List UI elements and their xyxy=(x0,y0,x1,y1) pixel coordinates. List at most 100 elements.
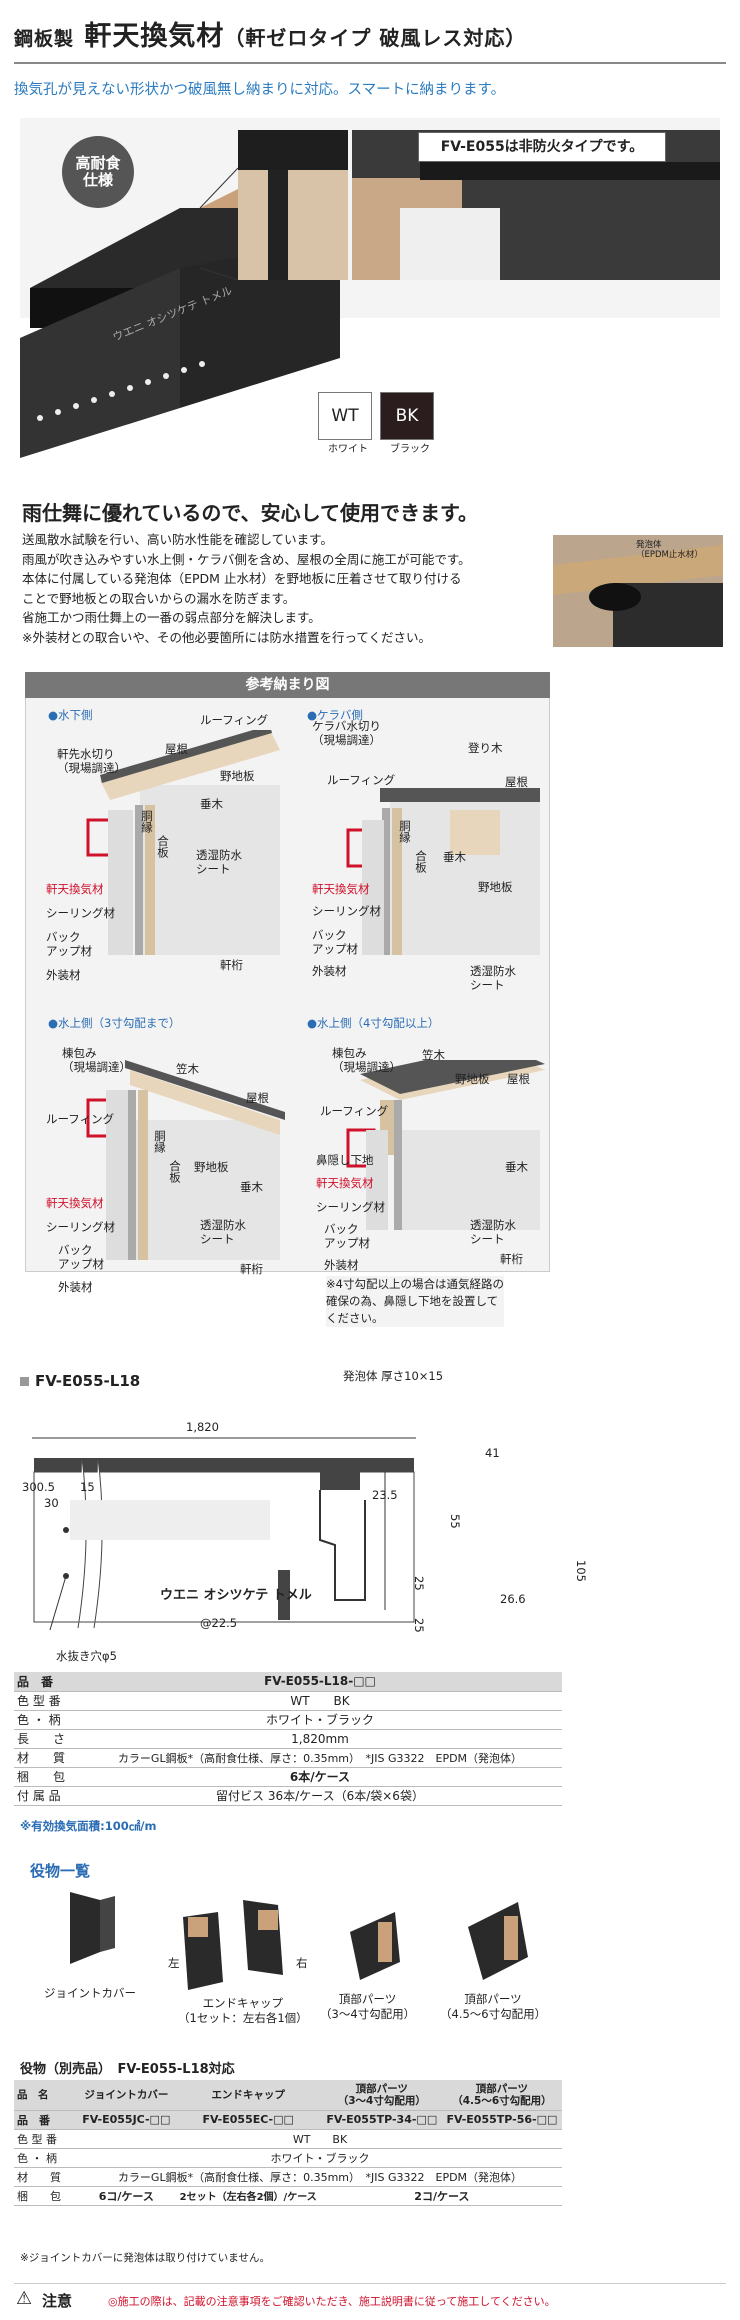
d2-label: ルーフィング xyxy=(327,773,396,787)
diagram-eaves xyxy=(86,730,280,955)
feature-line: 本体に付属している発泡体（EPDM 止水材）を野地板に圧着させて取り付ける xyxy=(22,571,462,586)
spec-value: WT BK xyxy=(78,1691,562,1711)
d4-label: 笠木 xyxy=(422,1048,445,1062)
dimension-drawing xyxy=(32,1437,416,1631)
part-label-line: 頂部パーツ xyxy=(338,1992,397,2006)
spec-row: 付 属 品留付ビス 36本/ケース（6本/袋×6袋） xyxy=(14,1786,562,1806)
top-part-34-image xyxy=(350,1912,400,1980)
spec-key: 付 属 品 xyxy=(14,1786,78,1806)
d2-label: （現場調達） xyxy=(312,733,381,747)
d3-label: アップ材 xyxy=(58,1257,104,1271)
swatch-bk: BK ブラック xyxy=(380,392,440,455)
d2-label: 透湿防水 xyxy=(470,964,516,978)
d2-label: 合板 xyxy=(414,850,428,873)
d4-label: 軒桁 xyxy=(500,1252,523,1266)
dim: 15 xyxy=(80,1480,95,1494)
d2-label-vent: 軒天換気材 xyxy=(312,882,370,896)
spec-value: ホワイト・ブラック xyxy=(78,1710,562,1730)
d4-label: ルーフィング xyxy=(320,1104,389,1118)
spec-value: 1,820mm xyxy=(78,1729,562,1749)
diagram-ridge-4 xyxy=(346,1060,545,1230)
acc-head: 品 名 xyxy=(14,2080,78,2111)
drawing-print: ウエニ オシツケテ トメル xyxy=(160,1588,312,1603)
dim-foam: 発泡体 厚さ10×15 xyxy=(343,1369,444,1383)
d1-label: （現場調達） xyxy=(57,761,126,775)
drawing-model-label: FV-E055-L18 xyxy=(35,1372,141,1390)
feature-text: 送風散水試験を行い、高い防水性能を確認しています。 雨風が吹き込みやすい水上側・… xyxy=(22,530,542,647)
dim: 26.6 xyxy=(500,1592,526,1606)
feature-heading: 雨仕舞に優れているので、安心して使用できます。 xyxy=(22,501,478,525)
dim: 300.5 xyxy=(22,1480,55,1494)
d4-label: 透湿防水 xyxy=(470,1218,516,1232)
page-title: 鋼板製 軒天換気材（軒ゼロタイプ 破風レス対応） xyxy=(14,21,527,52)
dim-pitch: @22.5 xyxy=(200,1616,238,1630)
d3-label: バック xyxy=(58,1243,93,1257)
d4-label: シーリング材 xyxy=(316,1200,385,1214)
d3-label: （現場調達） xyxy=(62,1060,131,1074)
parts-title: 役物一覧 xyxy=(30,1862,91,1880)
d1-label: 合板 xyxy=(156,835,170,858)
accessory-head-row: 品 名 ジョイントカバー エンドキャップ 頂部パーツ （3～4寸勾配用） 頂部パ… xyxy=(14,2080,562,2111)
acc-head: ジョイントカバー xyxy=(78,2080,175,2111)
fireproof-note: FV-E055は非防火タイプです。 xyxy=(418,132,666,162)
d2-label: アップ材 xyxy=(312,942,358,956)
acc-value: カラーGL鋼板*（高耐食仕様、厚さ：0.35mm） *JIS G3322 EPD… xyxy=(78,2167,562,2187)
acc-pack: 6コ/ケース xyxy=(78,2186,175,2206)
d4-label: 外装材 xyxy=(324,1258,359,1272)
spec-key: 梱 包 xyxy=(14,1767,78,1787)
square-icon xyxy=(20,1377,29,1386)
spec-key: 色 ・ 柄 xyxy=(14,1710,78,1730)
spec-key: 長 さ xyxy=(14,1729,78,1749)
d3-label: シーリング材 xyxy=(46,1220,115,1234)
part-label-top56: 頂部パーツ（4.5～6寸勾配用） xyxy=(440,1992,546,2022)
d4-label: 鼻隠し下地 xyxy=(316,1153,374,1167)
drawing-model: FV-E055-L18 xyxy=(20,1372,140,1390)
acc-key: 色 ・ 柄 xyxy=(14,2148,78,2168)
accessory-pack-row: 梱 包 6コ/ケース 2セット（左右各2個）/ケース 2コ/ケース xyxy=(14,2186,562,2206)
acc-code: 品 番 xyxy=(14,2110,78,2130)
high-corrosion-badge: 高耐食仕様 xyxy=(62,136,134,208)
d1-label: シーリング材 xyxy=(46,906,115,920)
title-rule xyxy=(14,62,726,64)
foam-label-2: （EPDM止水材） xyxy=(636,550,703,560)
parts-left: 左 xyxy=(168,1956,180,1970)
d4-label: アップ材 xyxy=(324,1236,370,1250)
d4-label: 棟包み xyxy=(332,1046,367,1060)
feature-line: ※外装材との取合いや、その他必要箇所には防水措置を行ってください。 xyxy=(22,629,431,645)
foam-photo-label: 発泡体 （EPDM止水材） xyxy=(636,540,703,560)
d2-label: シート xyxy=(470,978,505,992)
acc-code: FV-E055TP-56-□□ xyxy=(441,2110,562,2130)
d3-label: 外装材 xyxy=(58,1280,93,1294)
d1-caption: ●水下側 xyxy=(48,708,93,722)
acc-value: WT BK xyxy=(78,2129,562,2149)
d4-label: シート xyxy=(470,1232,505,1246)
end-cap-right-image xyxy=(243,1900,283,1975)
part-label-line: 頂部パーツ xyxy=(464,1992,522,2006)
d2-label: 野地板 xyxy=(478,880,513,894)
d4-label: （現場調達） xyxy=(332,1060,401,1074)
swatch-wt: WT ホワイト xyxy=(318,392,378,455)
drawing-hole: 水抜き穴φ5 xyxy=(56,1649,117,1663)
d4-label: 垂木 xyxy=(505,1160,528,1174)
d4-label: 野地板 xyxy=(455,1072,490,1086)
acc-head: エンドキャップ xyxy=(174,2080,322,2111)
spec-value: FV-E055-L18-□□ xyxy=(78,1672,562,1692)
acc-key: 色 型 番 xyxy=(14,2129,78,2149)
spec-key: 材 質 xyxy=(14,1748,78,1768)
dim: 25 xyxy=(412,1576,426,1591)
part-label-top34: 頂部パーツ（3～4寸勾配用） xyxy=(320,1992,415,2022)
d1-label: 胴縁 xyxy=(140,810,154,833)
diagram-ridge-3 xyxy=(86,1060,285,1260)
d2-label: ケラバ水切り xyxy=(312,719,381,733)
d1-label: 外装材 xyxy=(46,968,81,982)
d2-caption: ●ケラバ側 xyxy=(307,708,363,722)
acc-pack: 2セット（左右各2個）/ケース xyxy=(174,2186,322,2206)
spec-value: 留付ビス 36本/ケース（6本/袋×6袋） xyxy=(78,1786,562,1806)
warning-icon: ⚠ xyxy=(16,2288,33,2309)
spec-row: 材 質カラーGL鋼板*（高耐食仕様、厚さ：0.35mm） *JIS G3322 … xyxy=(14,1748,562,1768)
d4-label: バック xyxy=(324,1222,359,1236)
foam-photo xyxy=(553,535,723,647)
d3-label: 透湿防水 xyxy=(200,1218,246,1232)
